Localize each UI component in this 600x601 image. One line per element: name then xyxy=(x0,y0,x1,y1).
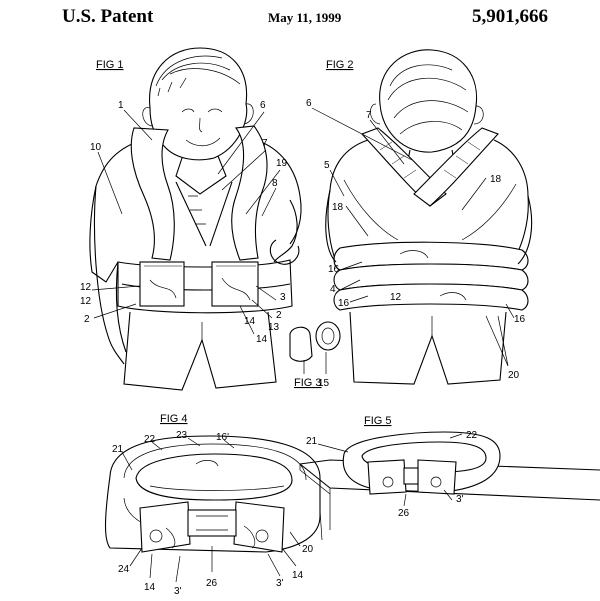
fig2-caption: FIG 2 xyxy=(326,59,354,71)
fig2-ref-7: 7 xyxy=(366,110,372,121)
fig1-caption: FIG 1 xyxy=(96,59,124,71)
fig5-ref-22: 22 xyxy=(466,430,478,441)
fig2-ref-5: 5 xyxy=(324,160,330,171)
fig4-ref-23: 23 xyxy=(176,430,188,441)
fig4-ref-26: 26 xyxy=(206,578,218,589)
fig1-ref-14a: 14 xyxy=(244,316,256,327)
fig2-ref-16c: 16 xyxy=(514,314,526,325)
figure-5: FIG 5 21 22 26 3' xyxy=(299,415,600,541)
fig5-caption: FIG 5 xyxy=(364,415,392,427)
fig2-ref-6: 6 xyxy=(306,98,312,109)
fig1-ref-7: 7 xyxy=(262,138,268,149)
fig1-ref-13: 13 xyxy=(268,322,280,333)
fig1-ref-3: 3 xyxy=(280,292,286,303)
fig3-caption: FIG 3 xyxy=(294,377,322,389)
fig2-ref-16a: 16 xyxy=(328,264,340,275)
fig4-ref-3prime-a: 3' xyxy=(174,586,182,597)
fig4-ref-21: 21 xyxy=(112,444,124,455)
fig5-ref-26: 26 xyxy=(398,508,410,519)
fig1-ref-12b: 12 xyxy=(80,296,92,307)
fig1-ref-2b: 2 xyxy=(276,310,282,321)
fig2-ref-20: 20 xyxy=(508,370,520,381)
fig4-ref-22: 22 xyxy=(144,434,156,445)
figure-1: FIG 1 xyxy=(80,47,302,391)
patent-number: 5,901,666 xyxy=(472,6,548,27)
fig2-ref-4: 4 xyxy=(330,284,336,295)
fig5-ref-3prime: 3' xyxy=(456,494,464,505)
figure-4: FIG 4 21 22 23 16' 24 14 3' 26 xyxy=(105,413,321,597)
fig1-ref-1: 1 xyxy=(118,100,124,111)
patent-date: May 11, 1999 xyxy=(268,10,342,25)
fig1-ref-12a: 12 xyxy=(80,282,92,293)
fig4-ref-24: 24 xyxy=(118,564,130,575)
fig1-ref-6: 6 xyxy=(260,100,266,111)
fig4-caption: FIG 4 xyxy=(160,413,188,425)
fig2-ref-16b: 16 xyxy=(338,298,350,309)
fig2-ref-18b: 18 xyxy=(490,174,502,185)
figure-2: FIG 2 6 xyxy=(306,49,533,385)
fig3-ref-15: 15 xyxy=(318,378,330,389)
fig1-ref-10: 10 xyxy=(90,142,102,153)
fig1-ref-14b: 14 xyxy=(256,334,268,345)
fig4-ref-3prime-b: 3' xyxy=(276,578,284,589)
fig5-ref-21: 21 xyxy=(306,436,318,447)
fig1-ref-8: 8 xyxy=(272,178,278,189)
patent-label: U.S. Patent xyxy=(62,6,154,27)
fig2-ref-12: 12 xyxy=(390,292,402,303)
fig2-ref-18a: 18 xyxy=(332,202,344,213)
figure-3: FIG 3 15 xyxy=(289,321,341,389)
fig1-ref-19: 19 xyxy=(276,158,288,169)
fig4-ref-14a: 14 xyxy=(144,582,156,593)
fig4-ref-20: 20 xyxy=(302,544,314,555)
fig4-ref-14b: 14 xyxy=(292,570,304,581)
fig1-ref-2a: 2 xyxy=(84,314,90,325)
fig4-ref-16prime: 16' xyxy=(216,432,229,443)
